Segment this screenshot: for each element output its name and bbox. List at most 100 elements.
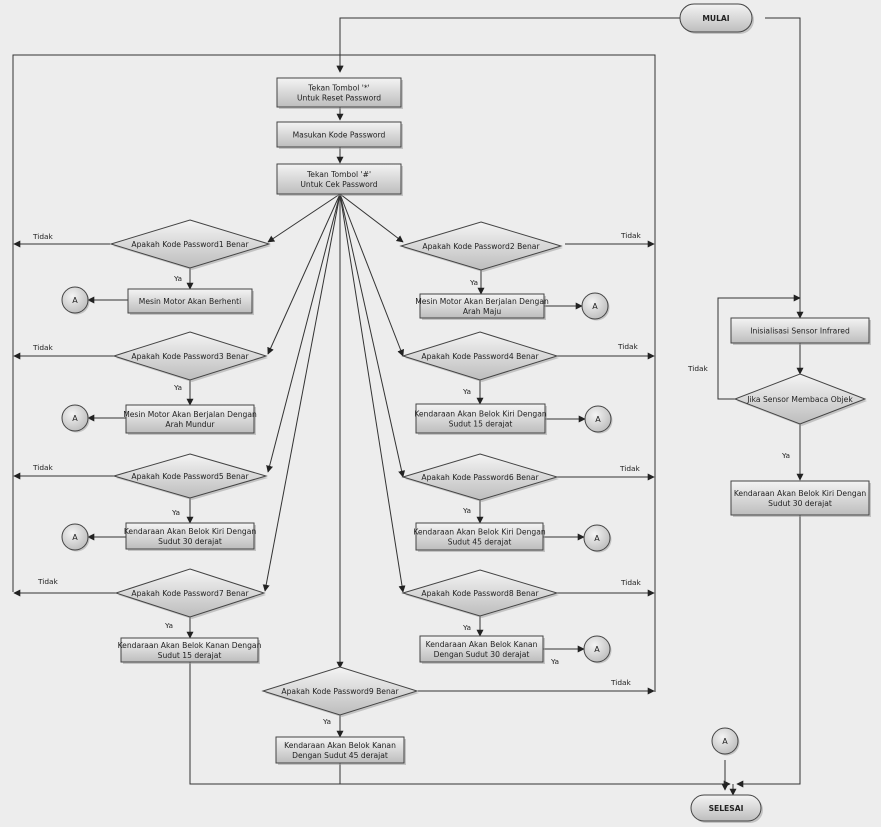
process-p4-line-1: Kendaraan Akan Belok Kiri Dengan [414, 410, 547, 419]
d6-no-label: Tidak [619, 464, 641, 473]
process-p6-line-1: Kendaraan Akan Belok Kiri Dengan [413, 528, 546, 537]
process-p-ir [730, 317, 871, 345]
process-p-ir-turn-line-2: Sudut 30 derajat [768, 499, 832, 508]
d5-yes-label: Ya [171, 508, 180, 517]
decision-d2-label: Apakah Kode Password2 Benar [422, 242, 540, 251]
ir-no-label: Tidak [687, 364, 709, 373]
connector-a-left-2: A [61, 404, 90, 433]
d9-yes-label: Ya [322, 717, 331, 726]
process-p3-line-2: Arah Mundur [165, 420, 215, 429]
d4-no-label: Tidak [617, 342, 639, 351]
return-line-left [12, 54, 340, 592]
process-p7-line-1: Kendaraan Akan Belok Kanan Dengan [118, 641, 262, 650]
decision-d5: Apakah Kode Password5 Benar [112, 453, 268, 500]
process-p8-line-1: Kendaraan Akan Belok Kanan [426, 640, 538, 649]
process-p3-line-1: Mesin Motor Akan Berjalan Dengan [123, 410, 257, 419]
ir-yes-label: Ya [781, 451, 790, 460]
process-p-input-line-1: Masukan Kode Password [293, 131, 386, 140]
end-terminal-label: SELESAI [709, 804, 744, 813]
process-p5-line-1: Kendaraan Akan Belok Kiri Dengan [124, 527, 257, 536]
decision-d5-label: Apakah Kode Password5 Benar [131, 472, 249, 481]
d7-yes-label: Ya [164, 621, 173, 630]
decision-d8-label: Apakah Kode Password8 Benar [421, 589, 539, 598]
process-p6 [415, 522, 545, 552]
ir-no-loop-edge [717, 294, 801, 400]
process-p-ir-turn-line-1: Kendaraan Akan Belok Kiri Dengan [734, 489, 867, 498]
d6-yes-label: Ya [462, 506, 471, 515]
process-p-ir-line-1: Inisialisasi Sensor Infrared [750, 327, 850, 336]
d2-yes-label: Ya [469, 278, 478, 287]
connector-a-right-3: A [583, 524, 612, 553]
d9-no-label: Tidak [610, 678, 632, 687]
process-p1-line-1: Mesin Motor Akan Berhenti [139, 297, 241, 306]
connector-a-left-3: A [61, 523, 90, 552]
decision-d3: Apakah Kode Password3 Benar [112, 331, 268, 382]
d7-no-label: Tidak [37, 577, 59, 586]
decision-d3-label: Apakah Kode Password3 Benar [131, 352, 249, 361]
check-to-d2-edge [339, 193, 404, 243]
connector-a-right-2: A [584, 405, 613, 434]
decision-d6-label: Apakah Kode Password6 Benar [421, 473, 539, 482]
process-p6-line-2: Sudut 45 derajat [448, 538, 512, 547]
process-p-ir-turn [730, 480, 871, 517]
process-p9-line-2: Dengan Sudut 45 derajat [292, 751, 388, 760]
p8-yes-label: Ya [550, 657, 559, 666]
process-p-check-line-1: Tekan Tombol '#' [306, 170, 371, 179]
decision-d4: Apakah Kode Password4 Benar [401, 331, 559, 382]
process-p7-line-2: Sudut 15 derajat [158, 651, 222, 660]
process-p5-line-2: Sudut 30 derajat [158, 537, 222, 546]
connector-a-right-1: A [581, 292, 610, 321]
process-p8 [419, 635, 545, 664]
decision-d-ir-label: Jika Sensor Membaca Objek [746, 395, 853, 404]
d3-yes-label: Ya [173, 383, 182, 392]
d1-yes-label: Ya [173, 274, 182, 283]
connector-a-bottom-label: A [722, 737, 728, 746]
return-line-right [340, 54, 656, 692]
decision-d8: Apakah Kode Password8 Benar [401, 569, 559, 618]
process-p2-line-1: Mesin Motor Akan Berjalan Dengan [415, 297, 549, 306]
decision-d1-label: Apakah Kode Password1 Benar [131, 240, 249, 249]
process-p-reset-line-2: Untuk Reset Password [297, 94, 381, 103]
connector-a-bottom: A [711, 727, 740, 756]
decision-d9-label: Apakah Kode Password9 Benar [281, 687, 399, 696]
check-to-d6-edge [339, 193, 406, 478]
process-p1 [127, 288, 254, 315]
connector-a-left-2-label: A [72, 414, 78, 423]
process-p3 [125, 404, 256, 435]
process-p2 [419, 293, 546, 320]
process-p4 [415, 403, 547, 435]
check-to-d1-edge [267, 193, 341, 243]
decision-d2: Apakah Kode Password2 Benar [399, 221, 563, 272]
sensor-to-end-edge [736, 515, 801, 788]
connector-a-right-1-label: A [592, 302, 598, 311]
process-p-reset [276, 77, 403, 109]
process-p-check-line-2: Untuk Cek Password [300, 180, 377, 189]
connector-a-right-3-label: A [594, 534, 600, 543]
process-p-check [276, 163, 403, 196]
start-to-ir-edge [765, 17, 804, 319]
process-p2-line-2: Arah Maju [463, 307, 502, 316]
end-terminal: SELESAI [690, 794, 763, 823]
decision-d4-label: Apakah Kode Password4 Benar [421, 352, 539, 361]
d8-yes-label: Ya [462, 623, 471, 632]
d3-no-label: Tidak [32, 343, 54, 352]
decision-d9: Apakah Kode Password9 Benar [261, 666, 419, 717]
d4-yes-label: Ya [462, 387, 471, 396]
process-p4-line-2: Sudut 15 derajat [449, 420, 513, 429]
decision-d-ir: Jika Sensor Membaca Objek [733, 373, 867, 426]
connector-a-right-2-label: A [595, 415, 601, 424]
connector-a-left-1: A [61, 286, 90, 315]
check-to-d4-edge [339, 193, 404, 357]
connector-a-right-4: A [583, 635, 612, 664]
connector-a-right-4-label: A [594, 645, 600, 654]
process-p8-line-2: Dengan Sudut 30 derajat [434, 650, 530, 659]
decision-d6: Apakah Kode Password6 Benar [401, 453, 559, 502]
process-p5 [125, 522, 256, 551]
start-to-entry-edge [336, 17, 680, 73]
process-p7 [120, 637, 260, 664]
decision-d7: Apakah Kode Password7 Benar [114, 568, 266, 619]
connector-a-left-1-label: A [72, 296, 78, 305]
process-p9 [275, 736, 406, 765]
d2-no-label: Tidak [620, 231, 642, 240]
